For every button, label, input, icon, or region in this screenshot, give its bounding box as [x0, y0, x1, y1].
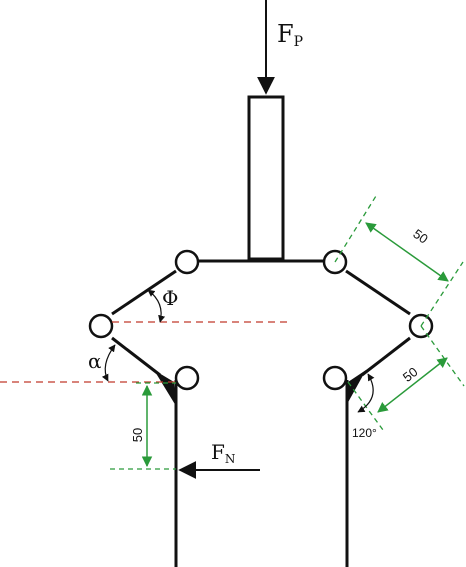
angle-phi-arc [147, 289, 166, 323]
pivot-top-left [174, 249, 200, 275]
dim-lower-ext-a [420, 325, 465, 387]
dim-upper-ext-a [334, 195, 377, 263]
right-jaw-tip [346, 370, 366, 406]
angle-tip-arc [357, 373, 375, 413]
dim-upper-ext-b [420, 261, 464, 327]
pivot-bottom-right [322, 365, 348, 391]
right-lower-link [361, 336, 411, 377]
angle-alpha-arc [101, 344, 116, 382]
pivot-mid-left [88, 313, 114, 339]
angle-alpha-label: α [88, 349, 102, 373]
dim-lower-line [377, 357, 448, 413]
dim-left-vertical-label: 50 [130, 428, 145, 442]
right-upper-link [345, 269, 411, 316]
pivot-bottom-left [174, 365, 200, 391]
dim-upper-label: 50 [410, 226, 430, 247]
left-upper-link [111, 269, 177, 316]
left-lower-link [111, 336, 161, 377]
left-jaw-tip [154, 370, 176, 406]
force-p-label: FP [277, 20, 303, 50]
dim-upper-line [365, 222, 449, 282]
force-n-label: FN [211, 440, 235, 466]
angle-phi-label: Φ [162, 286, 178, 310]
plunger-rod [247, 95, 285, 261]
angle-tip-label: 120° [352, 426, 377, 440]
